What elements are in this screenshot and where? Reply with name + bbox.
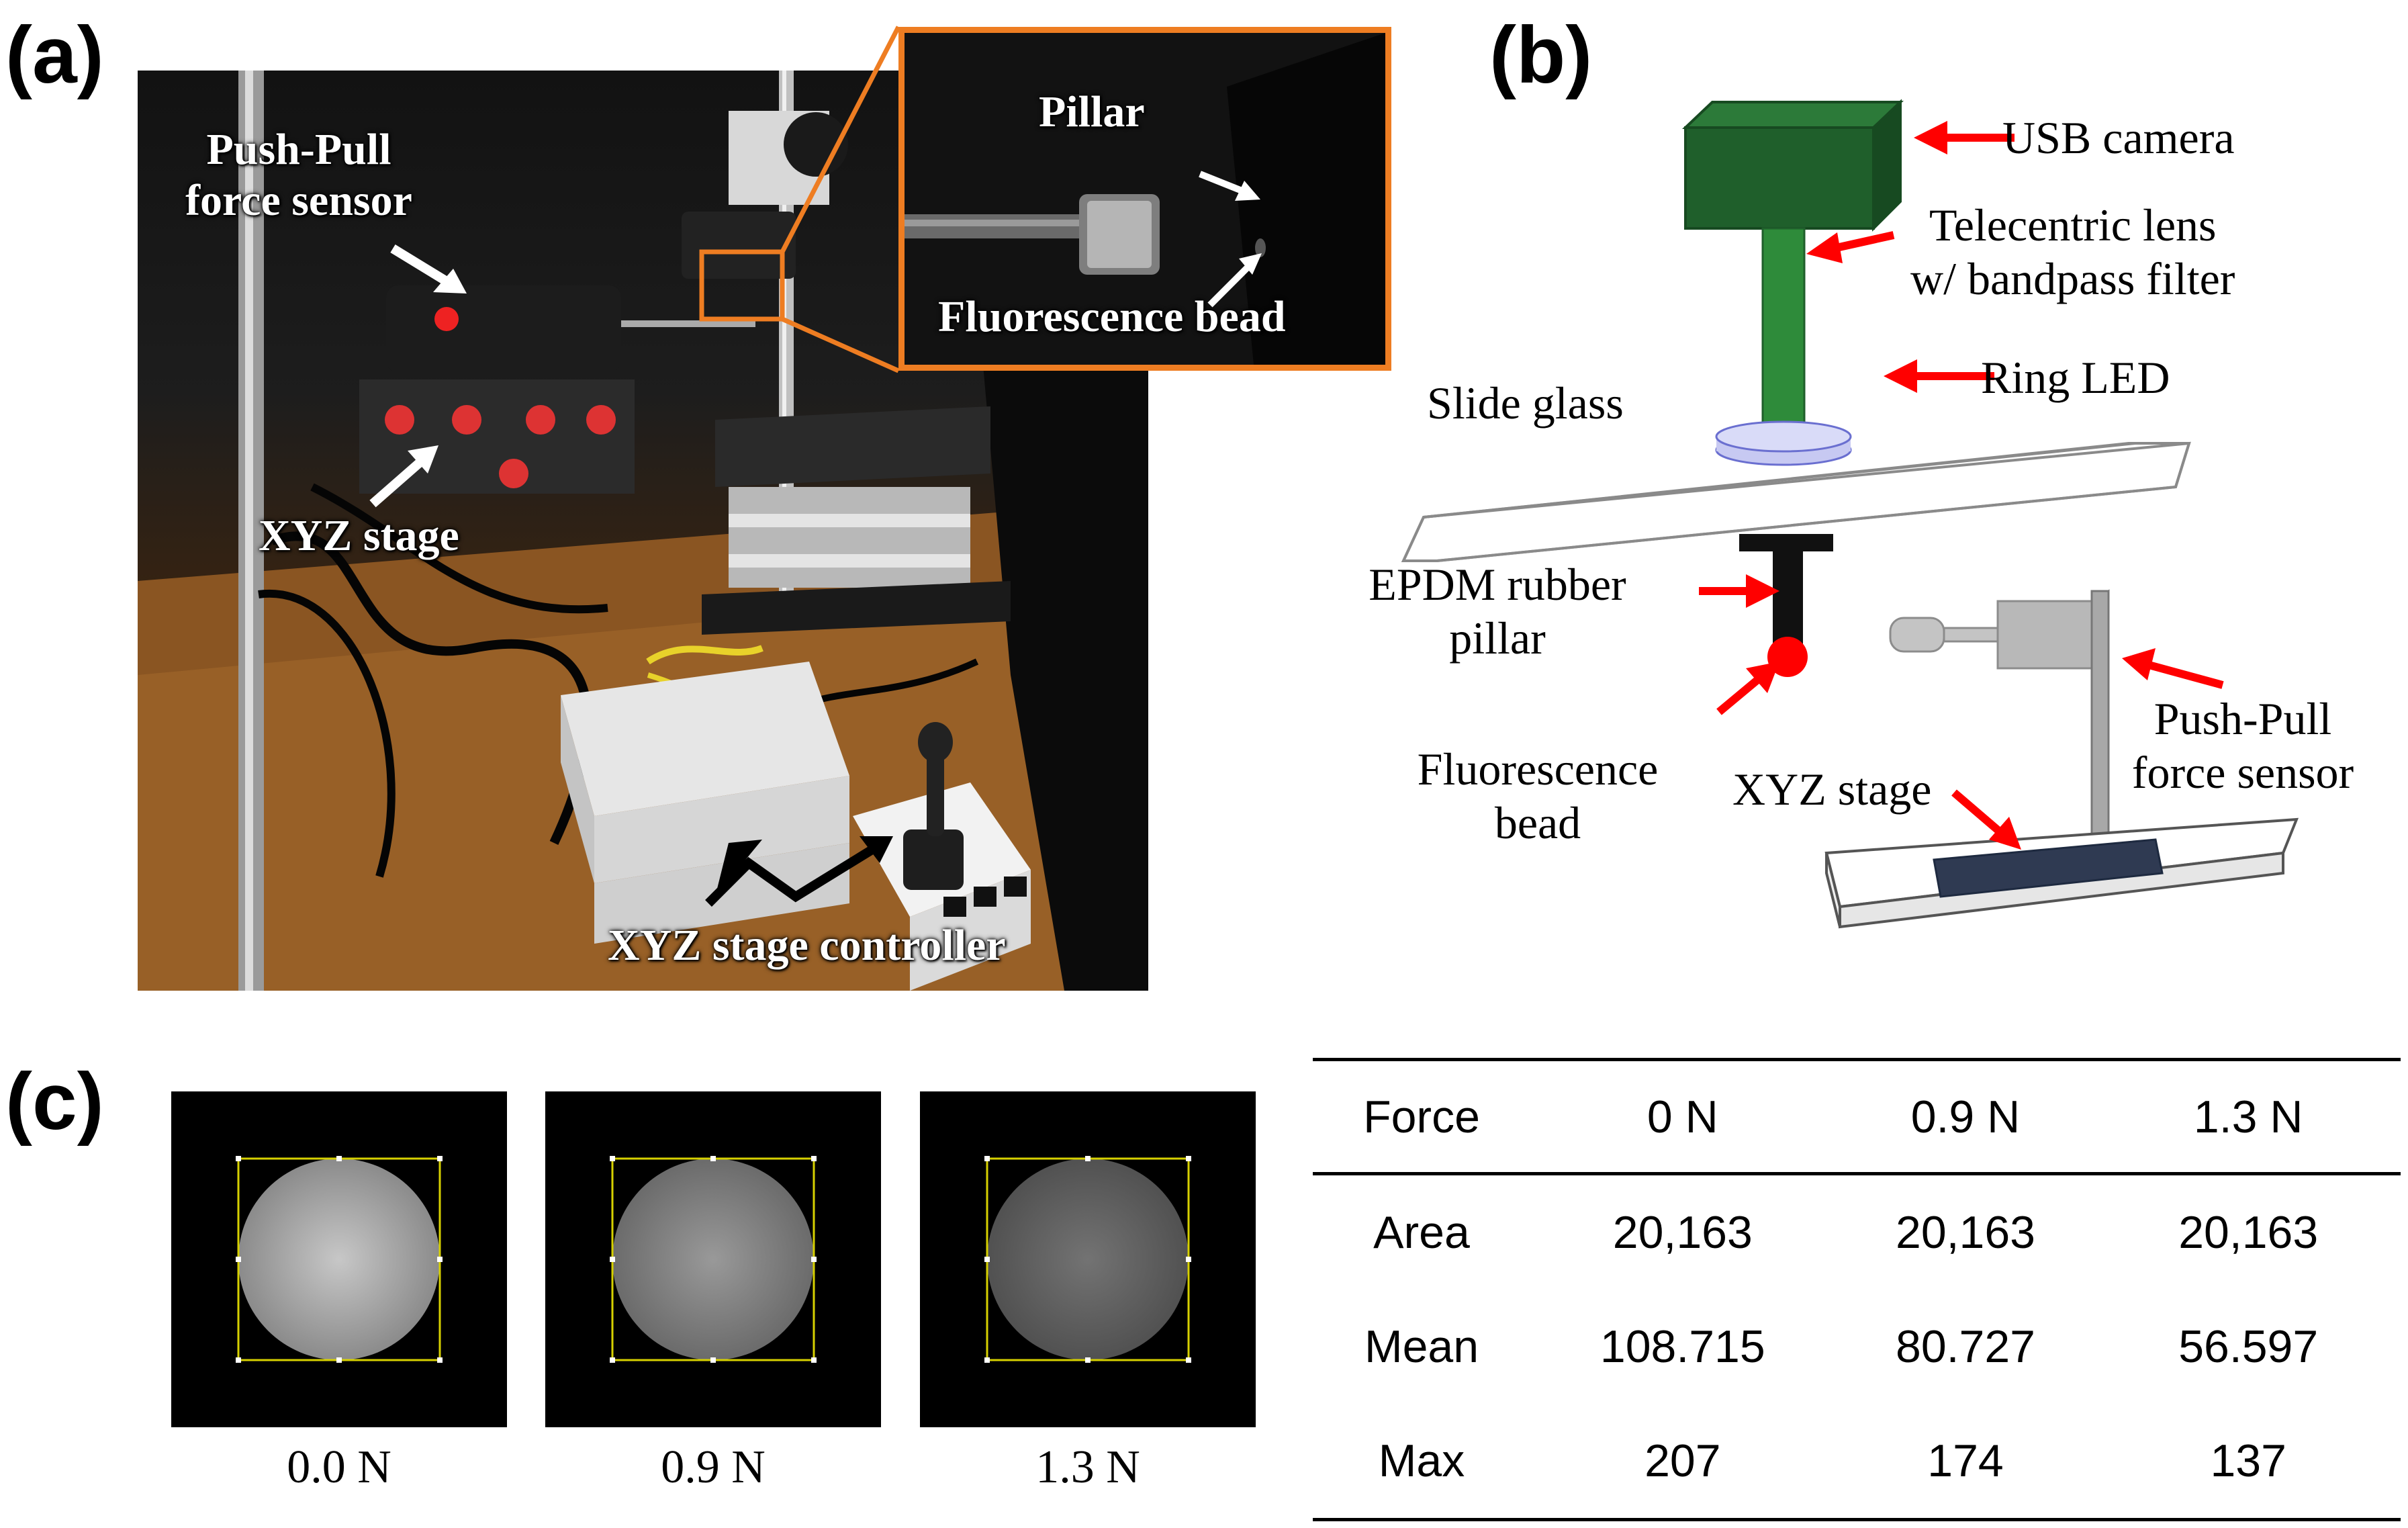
photo-label-xyz-controller: XYZ stage controller — [608, 921, 1006, 970]
roi-handle — [1186, 1357, 1191, 1363]
label-fluorescence-bead: Fluorescence bead — [1397, 742, 1679, 850]
photo-label-push-pull-line2: force sensor — [185, 175, 412, 225]
bead-spot — [612, 1159, 814, 1360]
table-cell: Max — [1378, 1435, 1465, 1486]
roi-handle — [1186, 1156, 1191, 1161]
results-table-body: Area 20,163 20,163 20,163 Mean 108.715 8… — [1313, 1175, 2401, 1518]
label-epdm-line2: pillar — [1449, 613, 1546, 664]
table-bottom-rule — [1313, 1518, 2401, 1521]
roi-handle — [710, 1357, 716, 1363]
photo-label-xyz-stage: XYZ stage — [259, 511, 459, 560]
inset-label-pillar: Pillar — [1039, 87, 1145, 136]
table-row: Mean 108.715 80.727 56.597 — [1313, 1290, 2401, 1404]
table-header-cell: 0 N — [1647, 1091, 1718, 1142]
roi-handle — [437, 1357, 443, 1363]
table-cell: 56.597 — [2178, 1321, 2319, 1372]
push-pull-sensor — [1996, 600, 2093, 670]
bead-spot — [987, 1159, 1189, 1360]
xyz-stage — [1933, 838, 2164, 898]
panel-label-b: (b) — [1489, 10, 1593, 100]
label-usb-camera: USB camera — [2002, 112, 2235, 163]
panel-label-c: (c) — [5, 1057, 104, 1147]
panel-label-a: (a) — [5, 10, 104, 100]
table-cell: Mean — [1364, 1321, 1479, 1372]
setup-photo: Push-Pull force sensor XYZ stage XYZ sta… — [138, 71, 1148, 991]
roi-handle — [984, 1357, 990, 1363]
photo-label-push-pull-line1: Push-Pull — [206, 125, 391, 174]
fluorescence-image — [171, 1091, 507, 1427]
table-cell: 207 — [1645, 1435, 1721, 1486]
fluorescence-image — [920, 1091, 1256, 1427]
roi-handle — [610, 1357, 615, 1363]
roi-handle — [811, 1156, 817, 1161]
table-header-cell: 0.9 N — [1910, 1091, 2021, 1142]
results-table-wrap: Force 0 N 0.9 N 1.3 N Area 20,163 20,163… — [1313, 1058, 2401, 1521]
roi-handle — [336, 1156, 342, 1161]
roi-handle — [1186, 1257, 1191, 1262]
roi-handle — [236, 1156, 241, 1161]
label-bead-line1: Fluorescence — [1417, 744, 1659, 795]
inset-label-fluorescence-bead: Fluorescence bead — [938, 292, 1286, 341]
fluorescence-caption: 0.0 N — [287, 1441, 391, 1493]
label-telecentric-lens-line2: w/ bandpass filter — [1910, 253, 2235, 305]
photo-label-push-pull: Push-Pull force sensor — [158, 124, 440, 226]
roi-handle — [437, 1257, 443, 1262]
table-cell: Area — [1373, 1207, 1470, 1258]
usb-camera — [1684, 126, 1875, 230]
label-push-pull-line2: force sensor — [2131, 747, 2354, 799]
schematic-diagram — [1401, 99, 2299, 929]
table-row: Max 207 174 137 — [1313, 1404, 2401, 1518]
roi-handle — [236, 1357, 241, 1363]
roi-handle — [710, 1156, 716, 1161]
table-top-rule — [1313, 1058, 2401, 1061]
table-mid-rule — [1313, 1172, 2401, 1175]
table-row: Area 20,163 20,163 20,163 — [1313, 1175, 2401, 1290]
label-xyz-stage: XYZ stage — [1732, 764, 1932, 815]
table-cell: 20,163 — [1896, 1207, 2035, 1258]
inset-leader-lines — [780, 26, 901, 373]
roi-handle — [984, 1257, 990, 1262]
bead-spot — [238, 1159, 440, 1360]
fluorescence-bead-dot — [1767, 637, 1808, 677]
table-cell: 20,163 — [1612, 1207, 1753, 1258]
roi-handle — [336, 1357, 342, 1363]
table-cell: 137 — [2210, 1435, 2286, 1486]
roi-handle — [811, 1257, 817, 1262]
table-header-cell: 1.3 N — [2193, 1091, 2303, 1142]
zoom-inset-illustration — [905, 33, 1385, 365]
label-epdm-pillar: EPDM rubber pillar — [1350, 557, 1645, 665]
table-cell: 20,163 — [2178, 1207, 2319, 1258]
results-table: Force 0 N 0.9 N 1.3 N — [1313, 1061, 2401, 1172]
roi-handle — [1085, 1357, 1091, 1363]
label-telecentric-lens: Telecentric lens w/ bandpass filter — [1910, 198, 2235, 306]
roi-handle — [984, 1156, 990, 1161]
table-cell: 174 — [1927, 1435, 2004, 1486]
telecentric-lens — [1761, 227, 1806, 451]
label-epdm-line1: EPDM rubber — [1369, 559, 1626, 610]
zoom-inset: Pillar Fluorescence bead — [898, 27, 1391, 371]
fluorescence-caption: 0.9 N — [661, 1441, 766, 1493]
label-ring-led: Ring LED — [1981, 352, 2170, 403]
table-header-row: Force 0 N 0.9 N 1.3 N — [1313, 1061, 2401, 1172]
epdm-pillar — [1739, 534, 1833, 551]
roi-handle — [236, 1257, 241, 1262]
roi-handle — [811, 1357, 817, 1363]
roi-handle — [437, 1156, 443, 1161]
label-push-pull-sensor: Push-Pull force sensor — [2115, 692, 2370, 799]
label-slide-glass: Slide glass — [1427, 377, 1624, 429]
roi-handle — [1085, 1156, 1091, 1161]
fluorescence-caption: 1.3 N — [1035, 1441, 1140, 1493]
table-cell: 108.715 — [1600, 1321, 1765, 1372]
fluorescence-image — [545, 1091, 881, 1427]
roi-handle — [610, 1257, 615, 1262]
label-telecentric-lens-line1: Telecentric lens — [1929, 199, 2217, 251]
table-cell: 80.727 — [1896, 1321, 2035, 1372]
label-bead-line2: bead — [1494, 797, 1581, 849]
label-push-pull-line1: Push-Pull — [2154, 693, 2332, 744]
table-header-cell: Force — [1363, 1091, 1480, 1142]
roi-handle — [610, 1156, 615, 1161]
